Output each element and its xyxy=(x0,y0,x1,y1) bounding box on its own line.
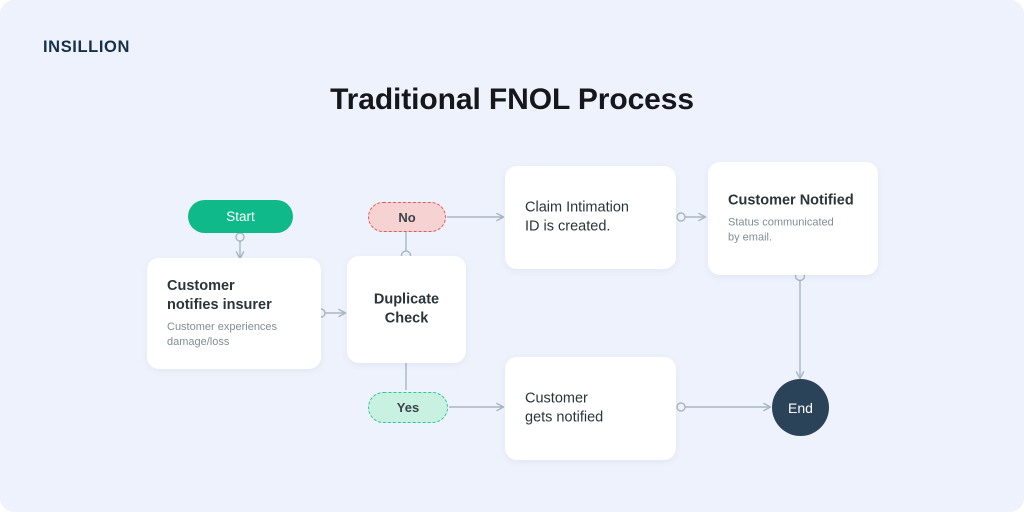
brand-logo: INSILLION xyxy=(43,38,130,56)
node-intimation-title: Claim Intimation ID is created. xyxy=(525,199,629,235)
node-gets-notified-title: Customer gets notified xyxy=(525,390,604,426)
connector-notify-to-duplicate xyxy=(316,308,347,318)
node-customer-notifies-insurer[interactable]: Customer notifies insurer Customer exper… xyxy=(147,258,321,369)
node-decision-no[interactable]: No xyxy=(368,202,446,232)
node-customer-gets-notified[interactable]: Customer gets notified xyxy=(505,357,676,460)
node-decision-yes[interactable]: Yes xyxy=(368,392,448,423)
node-start-label: Start xyxy=(226,209,255,224)
node-end-label: End xyxy=(788,399,813,416)
node-no-label: No xyxy=(398,209,416,225)
connector-notified-to-end xyxy=(794,270,806,380)
node-duplicate-check[interactable]: Duplicate Check xyxy=(347,256,466,363)
node-claim-intimation[interactable]: Claim Intimation ID is created. xyxy=(505,166,676,269)
node-notified-title: Customer Notified xyxy=(728,192,854,209)
connector-intimation-to-notified xyxy=(676,212,707,222)
node-duplicate-title: Duplicate Check xyxy=(373,291,440,327)
node-customer-notified[interactable]: Customer Notified Status communicated by… xyxy=(708,162,878,275)
node-notified-subtitle: Status communicated by email. xyxy=(728,216,834,244)
node-notify-subtitle: Customer experiences damage/loss xyxy=(167,321,278,349)
node-yes-label: Yes xyxy=(396,400,420,415)
page-title: Traditional FNOL Process xyxy=(330,83,694,116)
node-start[interactable]: Start xyxy=(188,200,293,233)
connector-start-to-notify xyxy=(235,232,245,260)
connector-gets-notified-to-end xyxy=(676,402,772,412)
node-end[interactable]: End xyxy=(772,379,829,436)
node-notify-title: Customer notifies insurer xyxy=(167,277,272,313)
